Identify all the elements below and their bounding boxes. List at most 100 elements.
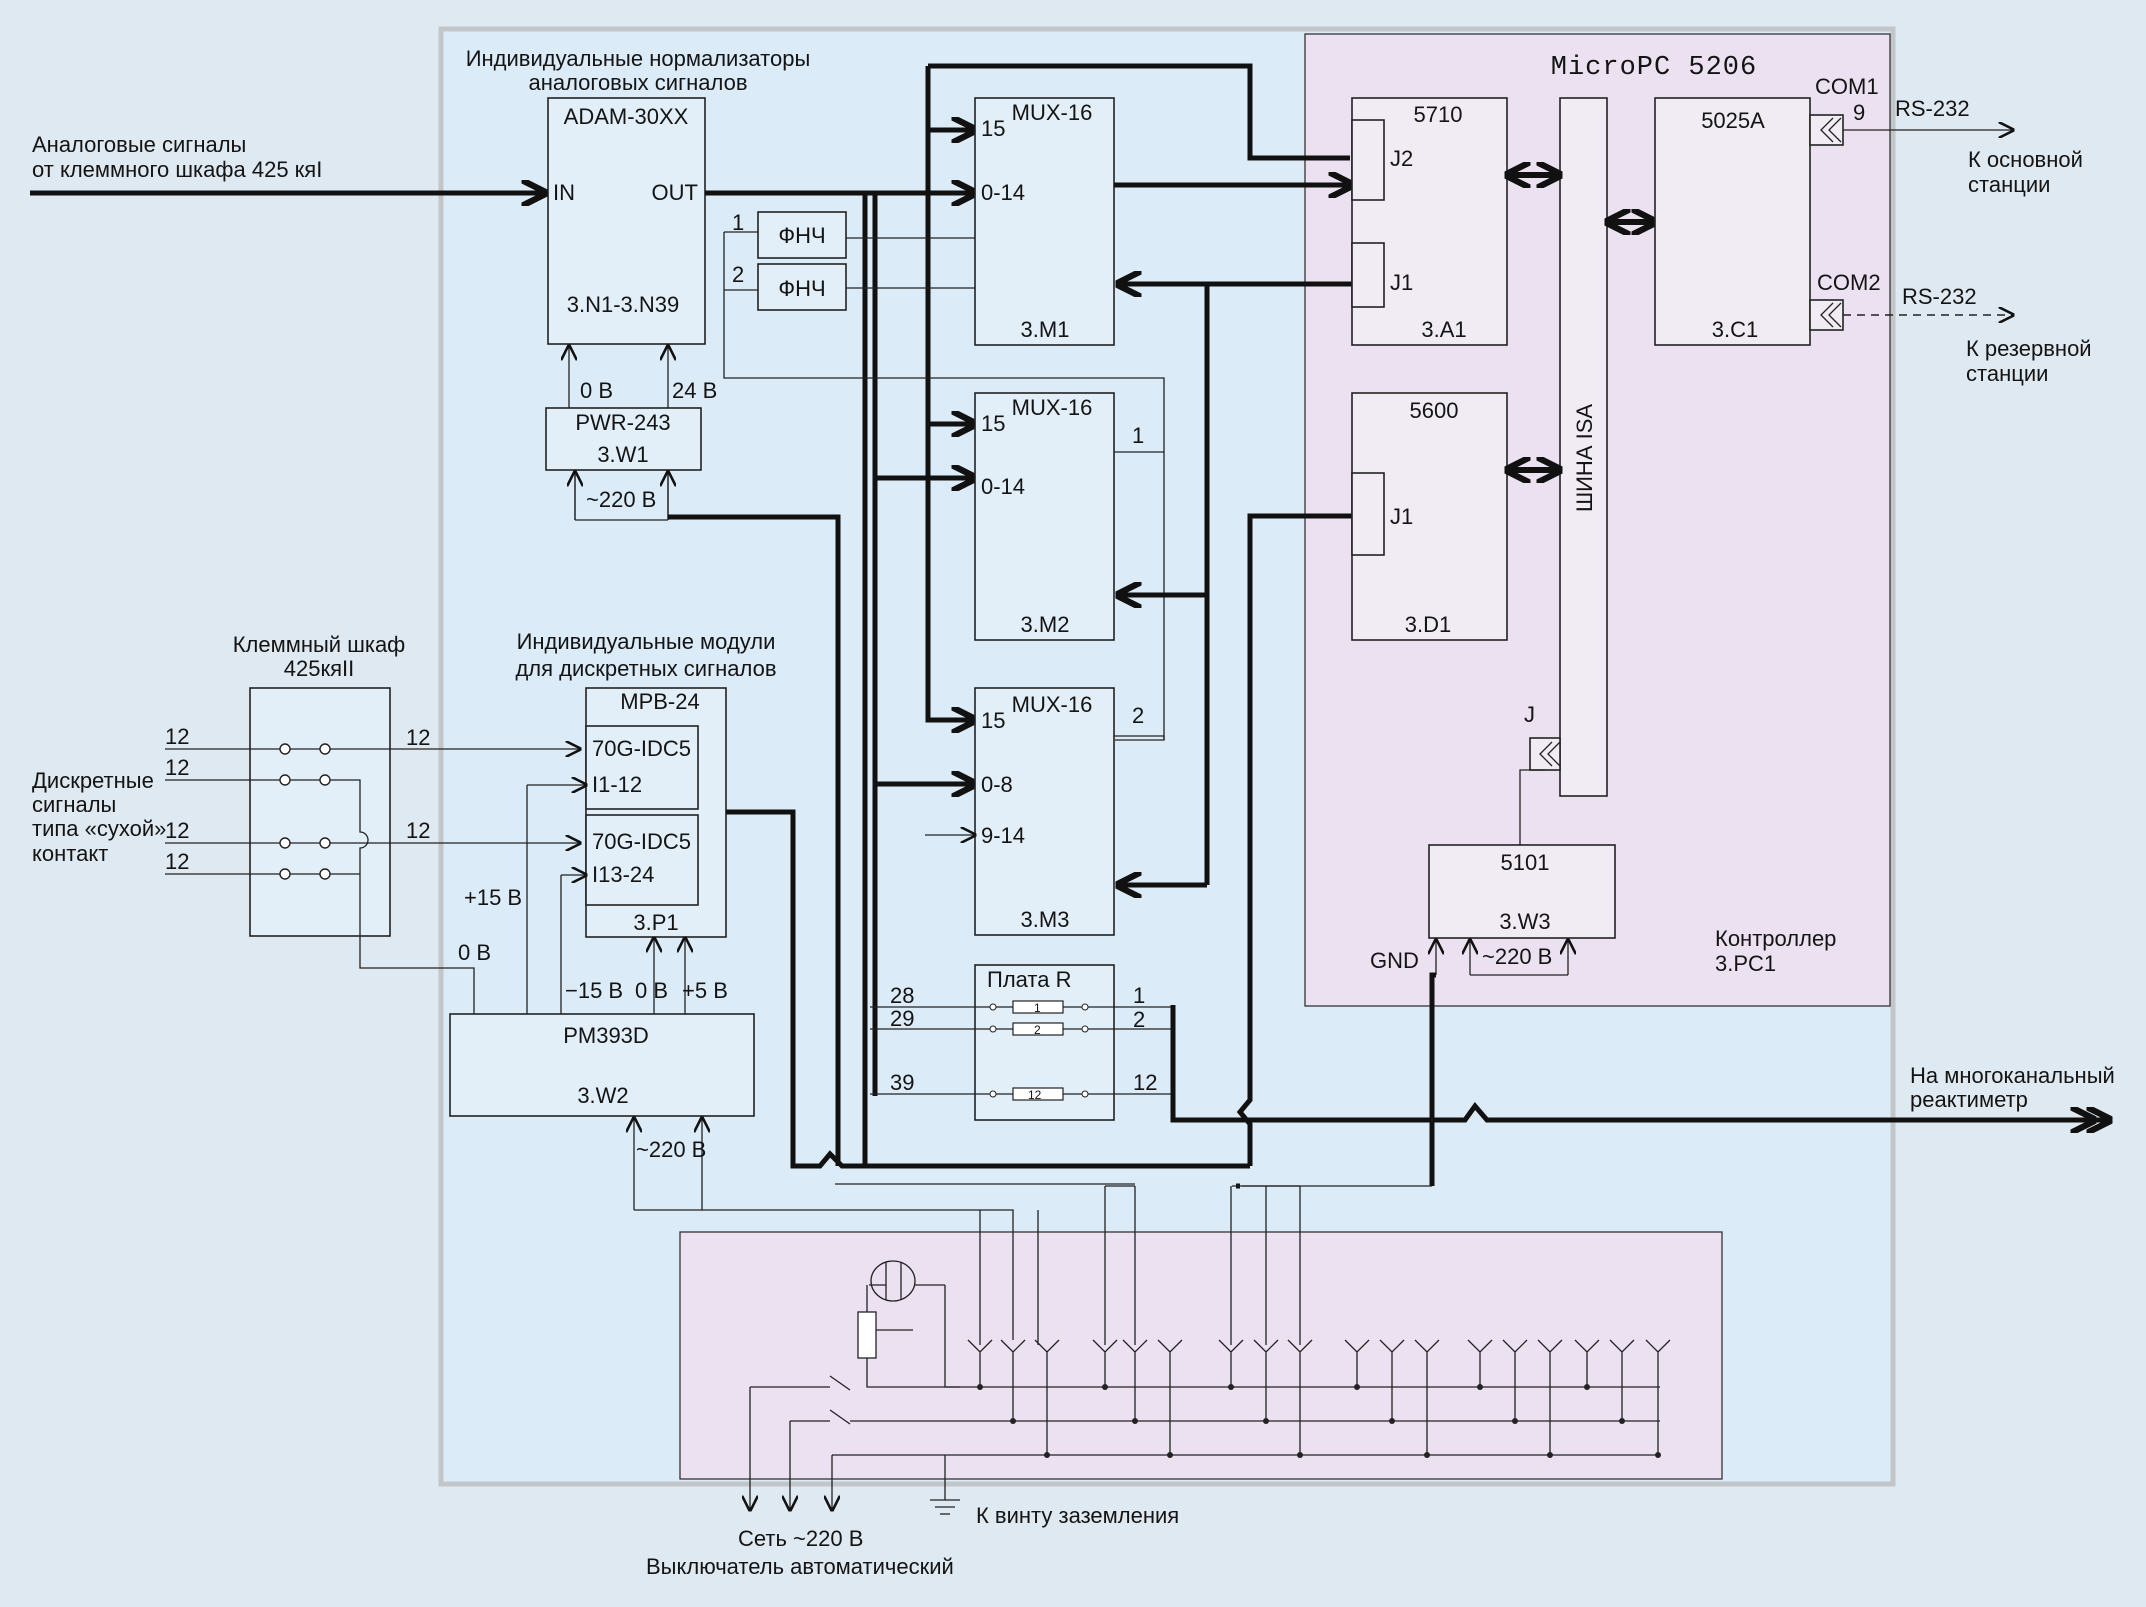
- plate-r-in-28: 28: [890, 983, 914, 1008]
- power-distribution-wiring: [750, 1183, 1660, 1515]
- power-socket: [1467, 1339, 1493, 1387]
- pwr243-name: PWR-243: [575, 410, 670, 435]
- rs232-backup-dest-2: станции: [1966, 361, 2048, 386]
- mux-m2-name: MUX-16: [1012, 395, 1093, 420]
- ground-label: К винту заземления: [976, 1503, 1179, 1528]
- wire-count-3: 12: [165, 818, 189, 843]
- terminal-title: Клеммный шкаф: [233, 632, 406, 657]
- rs232-main-dest-2: станции: [1968, 172, 2050, 197]
- adam-out-label: OUT: [652, 180, 698, 205]
- mpb-port-2b: I13-24: [592, 862, 654, 887]
- mux-m2-ref: 3.M2: [1021, 612, 1070, 637]
- pm393-block: [449, 1013, 755, 1117]
- pm393-p15: +15 В: [464, 885, 522, 910]
- rs232-main-label: RS-232: [1895, 96, 1970, 121]
- junction-dot: [1512, 1418, 1518, 1424]
- power-socket: [1379, 1339, 1405, 1421]
- junction-dot: [1547, 1452, 1553, 1458]
- junction-dot: [1655, 1452, 1661, 1458]
- wire-count-4: 12: [165, 849, 189, 874]
- card-5101-name: 5101: [1501, 850, 1550, 875]
- mux-m1-ref: 3.M1: [1021, 317, 1070, 342]
- power-socket: [1157, 1339, 1183, 1455]
- plate-r-r1: 1: [1034, 1001, 1041, 1015]
- card-5101-ac: ~220 В: [1482, 944, 1552, 969]
- mux-m2-in2: 0-14: [981, 474, 1025, 499]
- mux-m1-in1: 15: [981, 116, 1005, 141]
- power-socket: [1092, 1339, 1118, 1387]
- card-5101-ref: 3.W3: [1499, 909, 1550, 934]
- reactimeter-label-2: реактиметр: [1910, 1087, 2028, 1112]
- isa-bus-label: ШИНА ISA: [1572, 404, 1597, 512]
- analog-input-label-2: от клеммного шкафа 425 кяI: [32, 157, 322, 182]
- rs232-backup-dest: К резервной: [1966, 336, 2092, 361]
- plate-r-r12: 12: [1028, 1088, 1042, 1102]
- junction-dot: [1102, 1384, 1108, 1390]
- power-socket: [1253, 1339, 1279, 1421]
- junction-dot: [1584, 1384, 1590, 1390]
- card-5101: [1428, 844, 1616, 939]
- card-5710-j1: J1: [1390, 270, 1413, 295]
- pm393-0v: 0 В: [458, 940, 491, 965]
- pm393-0v-b: 0 В: [635, 978, 668, 1003]
- wire-count-1: 12: [165, 724, 189, 749]
- rs232-backup-label: RS-232: [1902, 284, 1977, 309]
- plate-r-r2: 2: [1034, 1023, 1041, 1037]
- power-socket: [1502, 1339, 1528, 1421]
- junction-dot: [1132, 1418, 1138, 1424]
- mux-m2-in1: 15: [981, 411, 1005, 436]
- junction-dot: [1263, 1418, 1269, 1424]
- power-socket: [1645, 1339, 1671, 1455]
- breaker-label: Выключатель автоматический: [646, 1554, 954, 1579]
- mux-m3: [974, 687, 1115, 936]
- pwr243-block: [545, 407, 702, 471]
- power-socket: [1609, 1339, 1635, 1421]
- pm393-p5: +5 В: [682, 978, 728, 1003]
- socket-array: [967, 1339, 1671, 1458]
- mux-m1: [974, 97, 1115, 346]
- card-5025a: [1654, 97, 1811, 346]
- discrete-label-4: контакт: [32, 841, 108, 866]
- power-socket: [1537, 1339, 1563, 1455]
- power-socket: [1287, 1339, 1313, 1455]
- adam-block: [547, 97, 706, 345]
- mpb-port-1: 70G-IDC5: [592, 736, 691, 761]
- mux-m3-out: 2: [1132, 703, 1144, 728]
- mains-label: Сеть ~220 В: [738, 1526, 863, 1551]
- power-socket: [1000, 1339, 1026, 1421]
- com2-label: COM2: [1817, 270, 1881, 295]
- discrete-label-3: типа «сухой»: [32, 816, 166, 841]
- card-5710-name: 5710: [1414, 102, 1463, 127]
- plate-r-out-2: 2: [1133, 1007, 1145, 1032]
- pwr243-0v-label: 0 В: [580, 378, 613, 403]
- controller-ref: 3.PC1: [1715, 951, 1776, 976]
- pm393-ref: 3.W2: [577, 1083, 628, 1108]
- junction-dot: [1228, 1384, 1234, 1390]
- analog-input-label: Аналоговые сигналы: [32, 132, 246, 157]
- power-distribution-panel: [679, 1231, 1723, 1480]
- mux-m3-in1: 15: [981, 708, 1005, 733]
- mpb-ref: 3.P1: [633, 910, 678, 935]
- mux-m1-name: MUX-16: [1012, 100, 1093, 125]
- com1-label: COM1: [1815, 74, 1879, 99]
- card-5710-ref: 3.A1: [1421, 317, 1466, 342]
- power-socket: [1414, 1339, 1440, 1455]
- mux-m1-in2: 0-14: [981, 180, 1025, 205]
- filter-2: [757, 263, 847, 311]
- discrete-label-2: сигналы: [32, 792, 116, 817]
- rs232-main-dest: К основной: [1968, 147, 2083, 172]
- power-socket: [1344, 1339, 1370, 1387]
- mux-m3-in3: 9-14: [981, 823, 1025, 848]
- mux-m3-name: MUX-16: [1012, 692, 1093, 717]
- pwr243-24v-label: 24 В: [672, 378, 717, 403]
- power-socket: [1218, 1339, 1244, 1387]
- junction-dot: [977, 1384, 983, 1390]
- junction-dot: [1389, 1418, 1395, 1424]
- plate-r-title: Плата R: [987, 967, 1071, 992]
- junction-dot: [1354, 1384, 1360, 1390]
- junction-dot: [1044, 1452, 1050, 1458]
- mpb-port-2: 70G-IDC5: [592, 829, 691, 854]
- adam-name: ADAM-30XX: [564, 104, 689, 129]
- junction-dot: [1297, 1452, 1303, 1458]
